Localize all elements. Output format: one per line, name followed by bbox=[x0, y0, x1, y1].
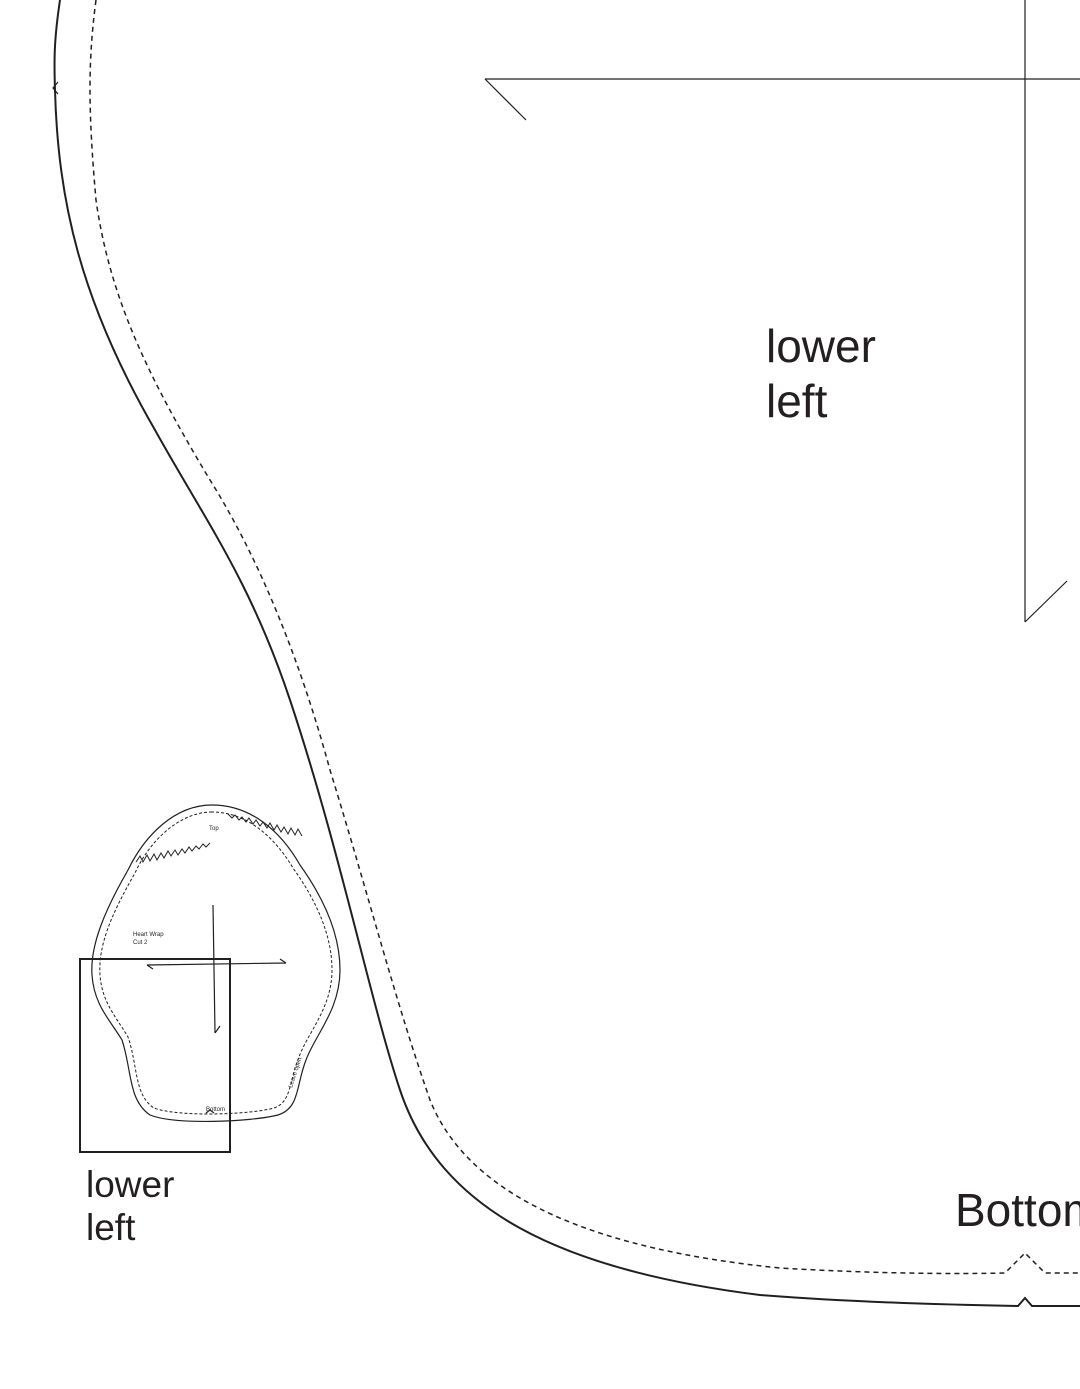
bottom-label: Bottom bbox=[955, 1184, 1080, 1236]
page-section-indicator bbox=[79, 958, 231, 1153]
thumbnail-title-line1: Heart Wrap bbox=[133, 932, 164, 938]
thumbnail-gather-left bbox=[135, 842, 211, 864]
grainline-vertical-arrow bbox=[1024, 580, 1068, 623]
thumbnail-notch bbox=[205, 1109, 215, 1114]
thumbnail-gather-right bbox=[227, 813, 303, 837]
thumbnail-seam-line bbox=[99, 811, 333, 1115]
thumbnail-caption-line2: left bbox=[86, 1207, 136, 1248]
grainline-horizontal-arrow bbox=[484, 78, 527, 121]
thumbnail-overview: Heart Wrap Cut 2 Top Bottom Leave open bbox=[91, 804, 341, 1122]
pattern-seam-line bbox=[89, 0, 1080, 1275]
thumbnail-grainline-horizontal bbox=[146, 958, 287, 970]
pattern-cut-line bbox=[53, 0, 1080, 1308]
main-label-line2: left bbox=[766, 375, 828, 427]
thumbnail-top-label: Top bbox=[209, 826, 219, 832]
thumbnail-caption-line1: lower bbox=[86, 1164, 174, 1205]
thumbnail-grainline-vertical bbox=[212, 904, 221, 1034]
main-label-line1: lower bbox=[766, 320, 876, 372]
thumbnail-bottom-label: Bottom bbox=[206, 1107, 225, 1113]
thumbnail-cut-line bbox=[91, 804, 341, 1122]
thumbnail-title-line2: Cut 2 bbox=[133, 940, 148, 946]
left-notch bbox=[52, 81, 59, 95]
